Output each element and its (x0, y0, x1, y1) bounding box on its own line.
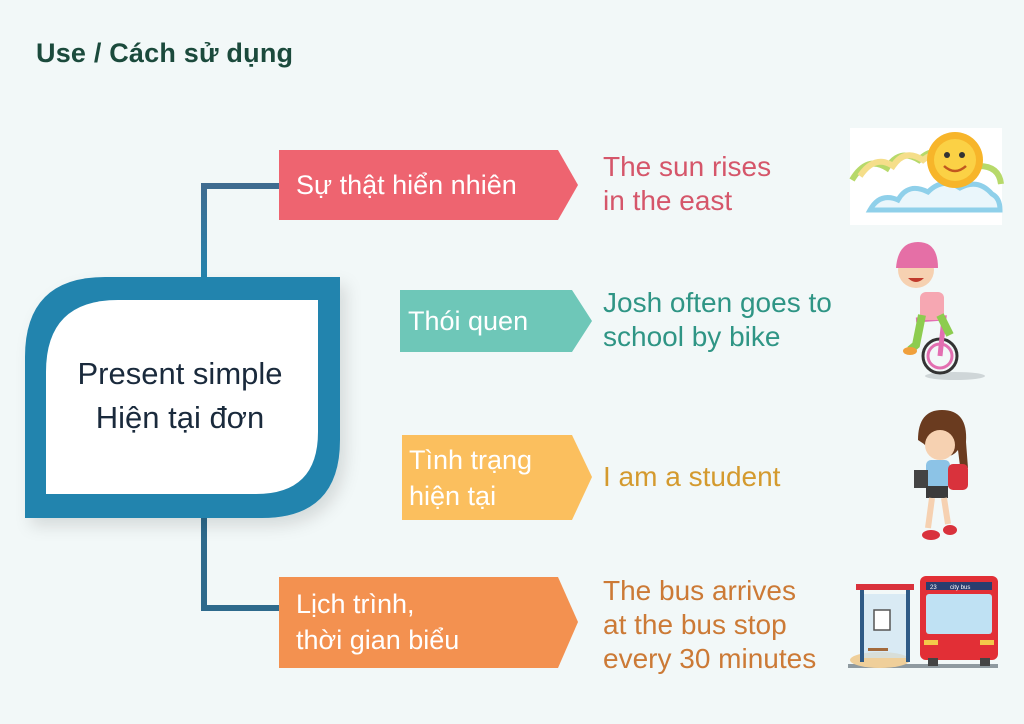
center-node-text: Present simple Hiện tại đơn (45, 352, 315, 440)
boy-riding-bike-icon (896, 242, 985, 380)
banner-state (402, 435, 592, 520)
bus-stop-icon: 23 city bus (848, 576, 998, 668)
girl-student-icon (914, 410, 968, 540)
banner-habit-label: Thói quen (408, 306, 529, 336)
example-schedule-line-2: at the bus stop (603, 609, 787, 640)
example-schedule-line-3: every 30 minutes (603, 643, 817, 674)
svg-text:23: 23 (930, 585, 937, 591)
banner-schedule-line-1: Lịch trình, (296, 589, 415, 619)
example-state: I am a student (603, 460, 780, 494)
example-habit-line-2: school by bike (603, 321, 781, 352)
svg-text:city bus: city bus (950, 585, 970, 591)
banner-schedule-label: Lịch trình, thời gian biểu (296, 586, 459, 658)
example-fact-line-2: in the east (603, 185, 733, 216)
center-node (25, 277, 340, 518)
banner-state-label: Tình trạng hiện tại (409, 442, 532, 514)
example-habit-line-1: Josh often goes to (603, 287, 832, 318)
banner-fact (279, 150, 578, 220)
banner-schedule (279, 577, 578, 668)
example-state-line-1: I am a student (603, 461, 781, 492)
example-schedule: The bus arrives at the bus stop every 30… (603, 574, 816, 676)
center-title-en: Present simple (77, 356, 283, 391)
banner-fact-label: Sự thật hiển nhiên (296, 170, 517, 200)
example-habit: Josh often goes to school by bike (603, 286, 832, 354)
example-fact: The sun rises in the east (603, 150, 771, 218)
example-fact-line-1: The sun rises (603, 151, 772, 182)
banner-habit (400, 290, 592, 352)
center-title-vi: Hiện tại đơn (95, 400, 265, 435)
banner-schedule-line-2: thời gian biểu (296, 625, 460, 655)
example-schedule-line-1: The bus arrives (603, 575, 796, 606)
banner-state-line-2: hiện tại (409, 481, 497, 511)
page-title: Use / Cách sử dụng (36, 38, 294, 68)
banner-state-line-1: Tình trạng (409, 445, 533, 475)
sun-clouds-icon (849, 128, 1004, 225)
